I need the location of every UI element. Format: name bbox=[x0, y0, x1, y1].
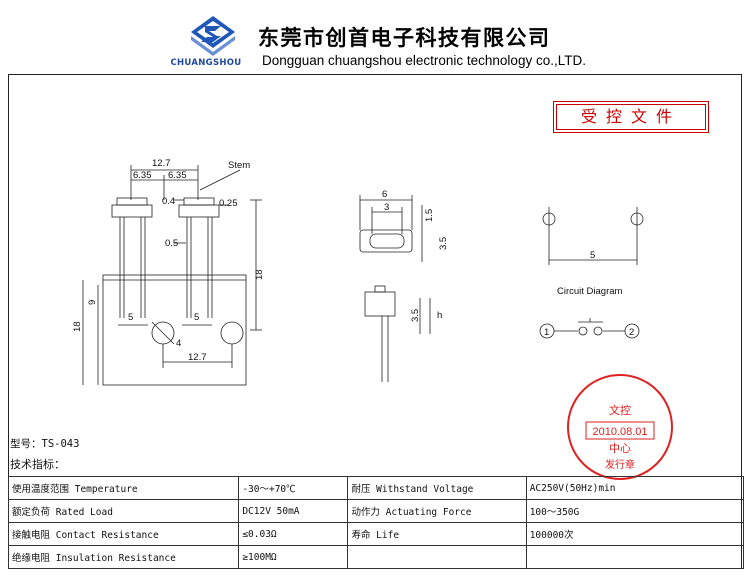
controlled-document-label: 受控文件 bbox=[556, 104, 706, 130]
company-logo-icon bbox=[191, 16, 235, 56]
dim-6-35-b: 6.35 bbox=[168, 170, 187, 181]
spec-value bbox=[525, 545, 745, 569]
spec-value: ≥100MΩ bbox=[238, 545, 349, 569]
company-name-cn: 东莞市创首电子科技有限公司 bbox=[258, 26, 551, 50]
spec-label: 动作力 Actuating Force bbox=[347, 499, 527, 523]
circuit-diagram-title: Circuit Diagram bbox=[557, 286, 623, 297]
spec-label: 耐压 Withstand Voltage bbox=[347, 476, 527, 500]
dim-18-right: 18 bbox=[254, 269, 265, 280]
top-view bbox=[359, 195, 431, 382]
circuit-pin-1: 1 bbox=[544, 327, 549, 338]
spec-value: 100000次 bbox=[525, 522, 745, 546]
spec-value: ≤0.03Ω bbox=[238, 522, 349, 546]
dim-dia-4: 4 bbox=[176, 338, 181, 349]
spec-title: 技术指标： bbox=[10, 458, 65, 471]
spec-label: 使用温度范围 Temperature bbox=[7, 476, 240, 500]
stamp-center: 中心 bbox=[609, 442, 631, 455]
dim-3-5-side: 3.5 bbox=[438, 237, 449, 250]
company-name-en: Dongguan chuangshou electronic technolog… bbox=[262, 53, 586, 68]
side-view bbox=[82, 165, 262, 386]
dim-18-left: 18 bbox=[72, 321, 83, 332]
spec-label: 绝缘电阻 Insulation Resistance bbox=[7, 545, 240, 569]
drawing-frame bbox=[8, 74, 742, 569]
dim-top-6: 6 bbox=[382, 189, 387, 200]
circuit-dim-5: 5 bbox=[590, 250, 595, 261]
circuit-diagram bbox=[539, 207, 644, 339]
dim-1-5: 1.5 bbox=[424, 209, 435, 222]
spec-label: 接触电阻 Contact Resistance bbox=[7, 522, 240, 546]
dim-top-3: 3 bbox=[384, 202, 389, 213]
model-number: 型号：TS-043 bbox=[10, 438, 80, 450]
spec-label bbox=[347, 545, 527, 569]
dim-0-5: 0.5 bbox=[165, 238, 178, 249]
stamp-title: 文控 bbox=[609, 403, 631, 417]
dim-12-7-bottom: 12.7 bbox=[188, 352, 207, 363]
dim-6-35-a: 6.35 bbox=[133, 170, 152, 181]
circuit-pin-2: 2 bbox=[629, 327, 634, 338]
dim-5-a: 5 bbox=[128, 312, 133, 323]
dim-12-7-top: 12.7 bbox=[152, 158, 171, 169]
spec-label: 寿命 Life bbox=[347, 522, 527, 546]
spec-value: 100～350G bbox=[525, 499, 745, 523]
dim-h: h bbox=[437, 310, 442, 321]
spec-value: -30～+70℃ bbox=[238, 476, 349, 500]
dim-0-25: 0.25 bbox=[219, 198, 238, 209]
stamp-footer: 发行章 bbox=[605, 458, 635, 471]
dim-5-b: 5 bbox=[194, 312, 199, 323]
stamp-date: 2010.08.01 bbox=[592, 426, 647, 438]
controlled-doc-border bbox=[553, 101, 709, 133]
brand-wordmark: CHUANGSHOU bbox=[170, 58, 242, 68]
control-stamp-seal: 文控 2010.08.01 中心 发行章 bbox=[567, 374, 673, 480]
spec-value: AC250V(50Hz)min bbox=[525, 476, 745, 500]
dim-9: 9 bbox=[87, 300, 98, 305]
spec-row: 绝缘电阻 Insulation Resistance≥100MΩ bbox=[7, 545, 745, 569]
spec-value: DC12V 50mA bbox=[238, 499, 349, 523]
spec-label: 额定负荷 Rated Load bbox=[7, 499, 240, 523]
dim-stem: Stem bbox=[228, 160, 250, 171]
dim-3-5-front: 3.5 bbox=[410, 309, 421, 322]
dim-0-4: 0.4 bbox=[162, 196, 175, 207]
